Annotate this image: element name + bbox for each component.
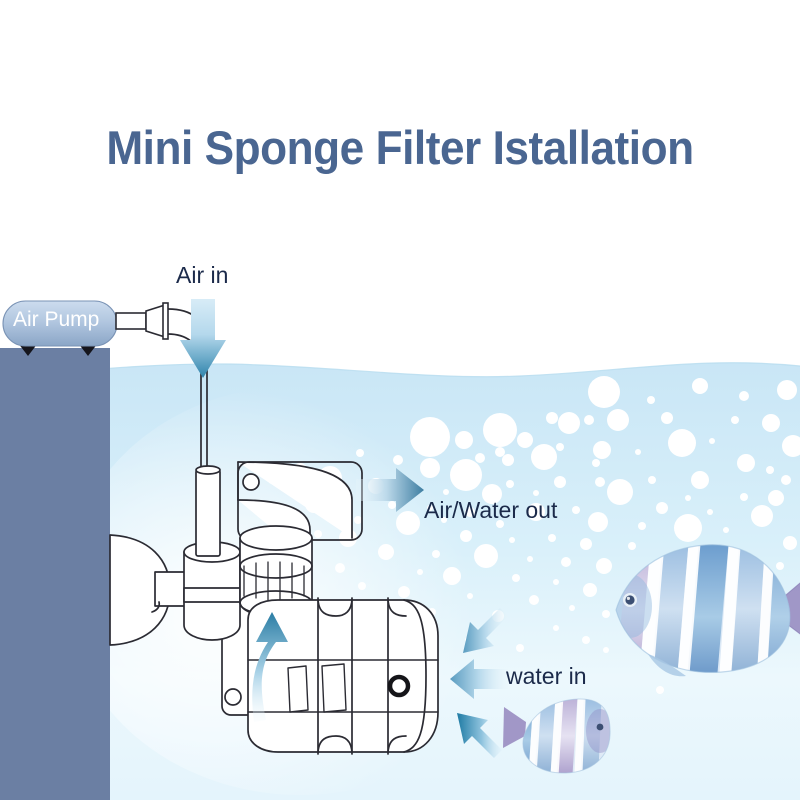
air-in-arrow [180, 299, 226, 378]
air-pump [2, 300, 169, 356]
lift-tube [195, 465, 221, 557]
inflow-arrow-middle [450, 659, 508, 699]
inflow-arrow-bottom [457, 713, 502, 758]
small-angelfish [503, 698, 611, 774]
label-air-pump: Air Pump [13, 308, 100, 331]
label-air-water-out: Air/Water out [424, 497, 558, 523]
collar-cylinder [239, 525, 313, 618]
inflow-arrows [450, 608, 508, 758]
sponge-body [247, 597, 439, 755]
suction-cup [109, 534, 198, 646]
label-water-in: water in [506, 663, 587, 689]
tank-wall [0, 348, 110, 800]
sponge-filter-assembly [109, 461, 439, 755]
internal-flow-arrow [252, 612, 288, 722]
pump-outlet [115, 312, 147, 330]
nozzle-collar [162, 302, 169, 340]
outflow-arrow [356, 468, 424, 512]
water-surface-line [0, 362, 800, 378]
inflow-arrow-top [463, 608, 508, 653]
large-angelfish [615, 544, 800, 677]
page-title: Mini Sponge Filter Istallation [106, 121, 694, 174]
label-air-in: Air in [176, 262, 229, 288]
pump-nozzle-cone [145, 303, 166, 339]
